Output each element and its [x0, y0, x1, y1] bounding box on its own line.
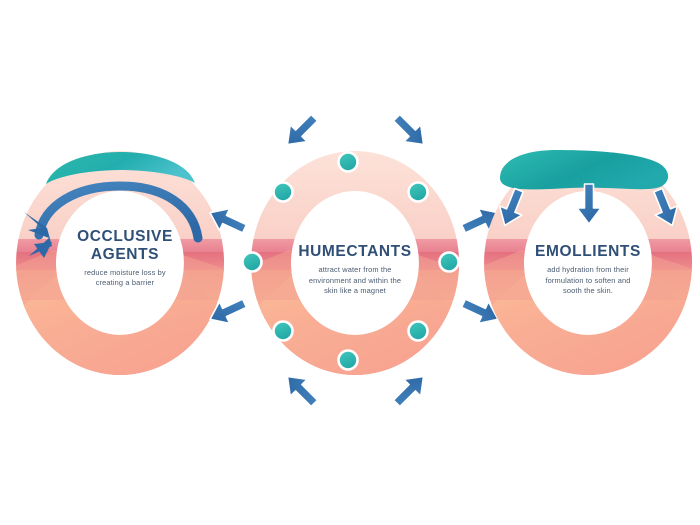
water-molecule-dot [337, 349, 359, 371]
inward-attraction-arrow [460, 207, 499, 234]
inward-arrow-group [209, 113, 499, 408]
downward-absorption-arrow [653, 187, 679, 227]
inward-attraction-arrow [286, 375, 319, 408]
emollient-arrow-group [498, 183, 679, 227]
water-molecule-dot [337, 151, 359, 173]
water-molecule-dot [272, 320, 294, 342]
inward-attraction-arrow [392, 113, 425, 146]
inward-attraction-arrow [392, 375, 425, 408]
downward-absorption-arrow [498, 187, 524, 227]
water-molecule-dot [407, 320, 429, 342]
inward-attraction-arrow [460, 298, 499, 325]
downward-absorption-arrow [576, 183, 602, 225]
water-molecule-dot [241, 251, 263, 273]
teal-barrier-blob-occlusive [46, 152, 195, 184]
inward-attraction-arrow [209, 298, 248, 325]
barrier-arch-arrow [34, 181, 203, 243]
inward-attraction-arrow [209, 207, 248, 234]
ring-emollients [484, 150, 693, 376]
ring-humectants [209, 113, 499, 408]
inward-attraction-arrow [286, 113, 319, 146]
water-molecule-dot [272, 181, 294, 203]
water-molecule-dot [438, 251, 460, 273]
skin-layers-humectants [251, 151, 460, 376]
teal-emollient-blob [500, 150, 669, 190]
water-molecule-dot [407, 181, 429, 203]
water-dot-group [241, 151, 460, 371]
ring-occlusive [16, 151, 225, 376]
